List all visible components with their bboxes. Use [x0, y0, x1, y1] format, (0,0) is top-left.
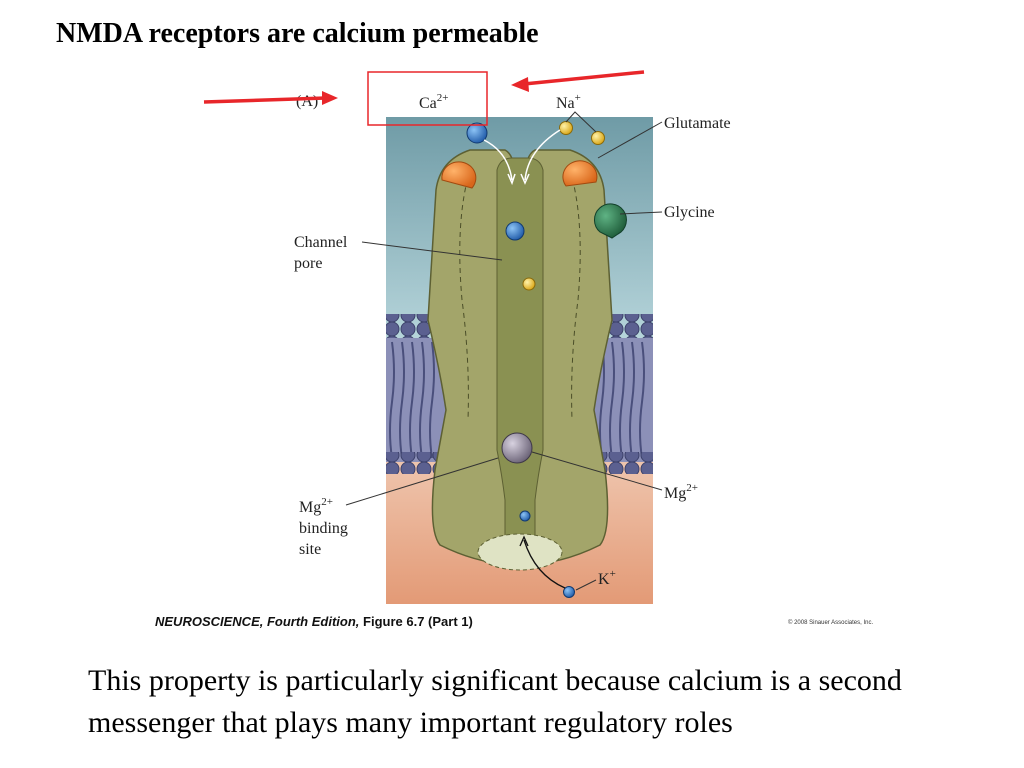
magnesium-ion: [501, 432, 533, 464]
glycine-icon: [593, 203, 627, 239]
calcium-flow-arrowhead: [507, 173, 516, 186]
potassium-charge: +: [610, 568, 616, 580]
sodium-label: Na: [556, 95, 575, 112]
sodium-ion-pore: [522, 277, 536, 291]
mg-site-label-1: Mg: [299, 499, 321, 516]
sodium-ion-1: [559, 121, 573, 135]
mg-site-label-2: binding: [299, 520, 348, 537]
potassium-flow-arrowhead: [519, 535, 529, 547]
sodium-flow-arrowhead: [520, 173, 530, 185]
sodium-charge: +: [575, 92, 581, 104]
slide-body-text: This property is particularly significan…: [88, 664, 902, 739]
glutamate-label: Glutamate: [664, 115, 731, 132]
svg-text:Na+: Na+: [556, 92, 581, 112]
slide-title: NMDA receptors are calcium permeable: [56, 18, 539, 49]
leader-lines: [345, 111, 663, 591]
calcium-ion-pore: [505, 221, 525, 241]
potassium-ion-outside: [563, 586, 575, 598]
nmda-receptor-figure: (A) Ca2+ Na+ Glutamate Glycine Channel p…: [203, 70, 731, 604]
subunit-outline-right: [569, 169, 581, 421]
calcium-charge: 2+: [437, 92, 449, 104]
svg-text:Mg2+: Mg2+: [299, 496, 333, 516]
potassium-label: K: [598, 571, 610, 588]
caption-figure: Figure 6.7 (Part 1): [363, 614, 473, 629]
channel-pore-label-2: pore: [294, 255, 322, 272]
channel-pore-label-1: Channel: [294, 234, 348, 251]
pore-vestibule: [477, 533, 563, 571]
mg-site-charge: 2+: [321, 496, 333, 508]
glycine-label: Glycine: [664, 204, 715, 221]
calcium-flow-arrow: [483, 139, 513, 181]
potassium-ion-pore: [519, 510, 531, 522]
glutamate-right-icon: [562, 160, 598, 187]
calcium-label: Ca: [419, 95, 437, 112]
caption-book: NEUROSCIENCE, Fourth Edition,: [155, 614, 360, 629]
channel-pore: [496, 157, 544, 541]
sodium-flow-arrow: [524, 129, 561, 181]
potassium-flow-arrow: [523, 539, 566, 589]
annotation-arrow-right: [511, 70, 645, 92]
mg-site-label-3: site: [299, 541, 321, 558]
subunit-outline-left: [459, 169, 471, 421]
svg-text:Mg2+: Mg2+: [664, 482, 698, 502]
membrane-right: [594, 314, 653, 474]
magnesium-charge: 2+: [686, 482, 698, 494]
highlight-box: [367, 71, 488, 126]
glutamate-left-icon: [441, 161, 477, 189]
copyright-notice: © 2008 Sinauer Associates, Inc.: [788, 620, 874, 626]
svg-text:Ca2+: Ca2+: [419, 92, 449, 112]
figure-caption: NEUROSCIENCE, Fourth Edition, Figure 6.7…: [155, 614, 473, 629]
svg-text:K+: K+: [598, 568, 616, 588]
annotation-arrow-left: [203, 91, 338, 105]
magnesium-label: Mg: [664, 485, 686, 502]
calcium-ion-outside: [466, 122, 488, 144]
panel-label: (A): [296, 93, 318, 110]
sodium-ion-2: [591, 131, 605, 145]
